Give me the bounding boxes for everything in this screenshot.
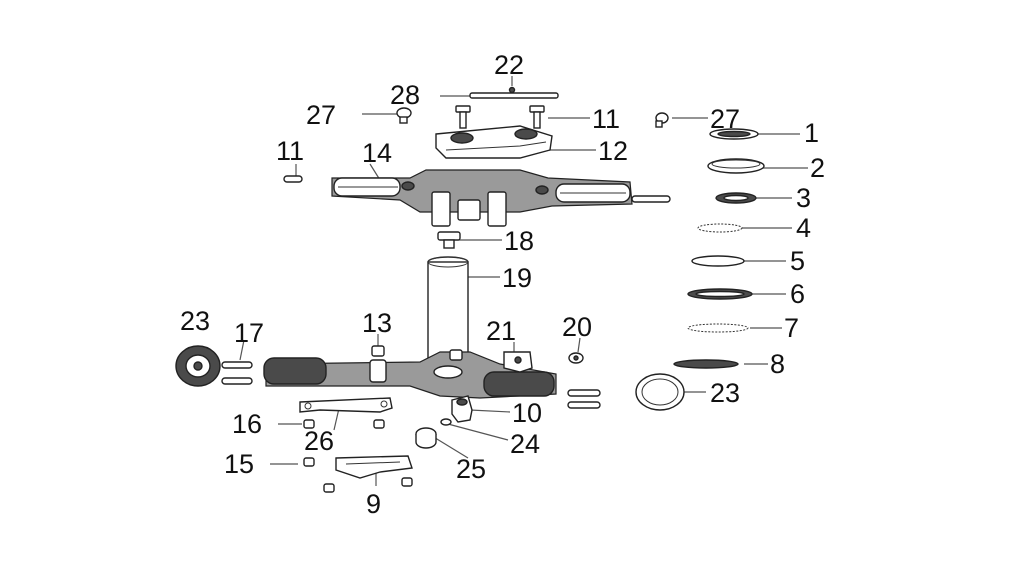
label-part-11-left: 11 xyxy=(276,136,304,166)
bracket-upper xyxy=(299,397,393,413)
steering-stem xyxy=(427,256,469,367)
label-part-25: 25 xyxy=(456,454,486,484)
label-part-10: 10 xyxy=(512,398,542,428)
bolts-left xyxy=(221,361,253,385)
bridge-side-bolt-left xyxy=(283,175,303,183)
small-bolt-left xyxy=(396,107,412,124)
label-part-4: 4 xyxy=(796,213,811,243)
label-part-14: 14 xyxy=(362,138,392,168)
label-part-16: 16 xyxy=(232,409,262,439)
bracket-upper-bolts xyxy=(303,419,385,429)
bracket-lower-bolts xyxy=(303,457,413,493)
label-part-15: 15 xyxy=(224,449,254,479)
label-part-6: 6 xyxy=(790,279,805,309)
top-bridge xyxy=(331,169,633,227)
label-part-27-right: 27 xyxy=(710,104,740,134)
washer xyxy=(568,352,584,364)
label-part-19: 19 xyxy=(502,263,532,293)
label-part-18: 18 xyxy=(504,226,534,256)
label-part-23-left: 23 xyxy=(180,306,210,336)
label-part-11-right: 11 xyxy=(592,104,620,134)
label-part-22: 22 xyxy=(494,50,524,80)
small-washer xyxy=(440,418,452,426)
bearing-stack xyxy=(673,128,765,369)
label-part-28: 28 xyxy=(390,80,420,110)
bolts-right xyxy=(567,389,601,409)
top-bolts xyxy=(455,105,545,129)
label-part-24: 24 xyxy=(510,429,540,459)
label-part-21: 21 xyxy=(486,316,516,346)
label-part-7: 7 xyxy=(784,313,799,343)
rubber-cap xyxy=(415,427,437,449)
label-part-1: 1 xyxy=(804,118,819,148)
top-rod xyxy=(469,86,559,99)
cap-right xyxy=(635,373,685,411)
label-part-9: 9 xyxy=(366,489,381,519)
cap-left xyxy=(175,345,221,387)
label-part-13: 13 xyxy=(362,308,392,338)
label-part-2: 2 xyxy=(810,153,825,183)
label-part-3: 3 xyxy=(796,183,811,213)
part-labels: 1 2 3 4 5 6 7 8 9 10 11 11 12 13 14 15 1… xyxy=(180,50,825,519)
label-part-8: 8 xyxy=(770,349,785,379)
label-part-27-left: 27 xyxy=(306,100,336,130)
label-part-12: 12 xyxy=(598,136,628,166)
handlebar-holder xyxy=(435,125,553,159)
label-part-20: 20 xyxy=(562,312,592,342)
label-part-26: 26 xyxy=(304,426,334,456)
stem-nut xyxy=(437,231,461,249)
bridge-stud-right xyxy=(449,349,463,361)
bridge-stud-left xyxy=(371,345,385,357)
bottom-bridge xyxy=(263,351,557,399)
stopper-block xyxy=(451,395,473,423)
label-part-17: 17 xyxy=(234,318,264,348)
bracket-lower xyxy=(335,455,413,479)
small-bolt-right xyxy=(655,112,669,128)
label-part-23-right: 23 xyxy=(710,378,740,408)
label-part-5: 5 xyxy=(790,246,805,276)
clamp xyxy=(503,351,533,373)
bridge-side-pin-right xyxy=(631,195,671,203)
